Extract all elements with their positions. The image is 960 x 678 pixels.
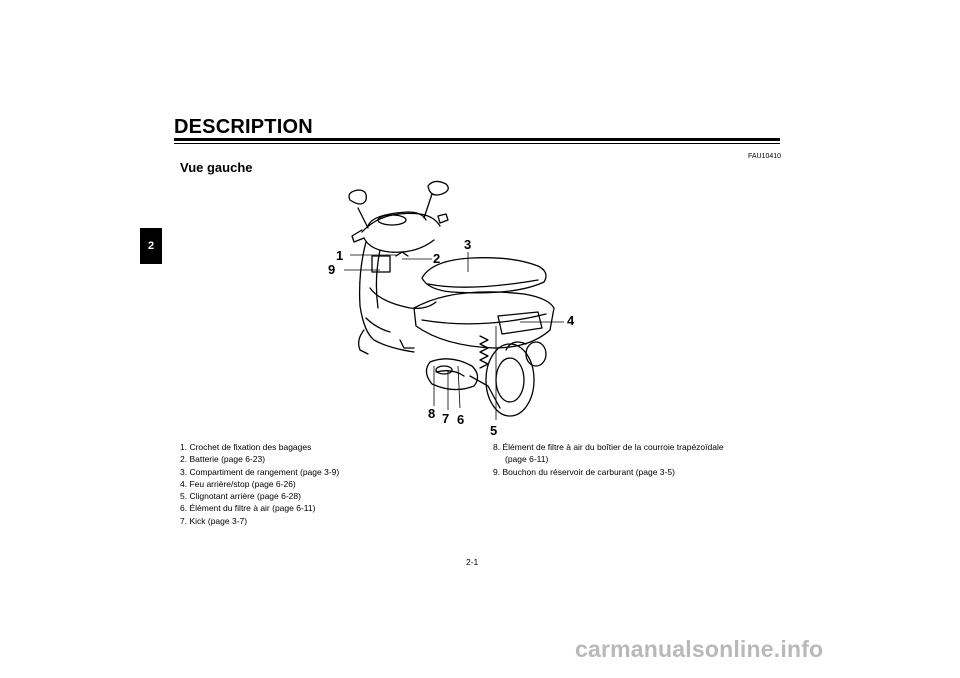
legend-item: 4. Feu arrière/stop (page 6-26): [180, 478, 296, 489]
callout-8: 8: [428, 406, 436, 421]
callout-9: 9: [328, 262, 336, 277]
callout-7: 7: [442, 411, 450, 426]
legend-item-continuation: (page 6-11): [505, 454, 549, 465]
callout-4: 4: [567, 313, 575, 328]
page-title: DESCRIPTION: [174, 116, 313, 138]
legend-item: 7. Kick (page 3-7): [180, 515, 248, 526]
legend-item: 8. Élément de filtre à air du boîtier de…: [493, 442, 724, 452]
header-rule-thin: [174, 143, 780, 144]
page-number: 2-1: [466, 557, 479, 567]
legend-item: 3. Compartiment de rangement (page 3-9): [180, 466, 340, 477]
legend-item: 5. Clignotant arrière (page 6-28): [180, 491, 301, 502]
callout-5: 5: [490, 423, 498, 438]
legend-item: 9. Bouchon du réservoir de carburant (pa…: [493, 466, 675, 477]
chapter-tab: 2: [140, 228, 162, 264]
watermark: carmanualsonline.info: [575, 636, 824, 662]
legend-left: 1. Crochet de fixation des bagages 2. Ba…: [180, 441, 339, 527]
legend-item: 6. Élément du filtre à air (page 6-11): [180, 503, 316, 514]
legend-item: 1. Crochet de fixation des bagages: [180, 442, 312, 452]
callout-1: 1: [336, 248, 344, 263]
section-subtitle: Vue gauche: [180, 160, 253, 175]
callout-3: 3: [464, 237, 472, 252]
legend-item: 2. Batterie (page 6-23): [180, 454, 266, 465]
legend-right: 8. Élément de filtre à air du boîtier de…: [493, 441, 724, 478]
header-rule: [174, 138, 780, 141]
callout-2: 2: [433, 251, 441, 266]
callout-6: 6: [457, 412, 465, 427]
scooter-illustration: [344, 180, 564, 420]
reference-code: FAU10410: [748, 153, 782, 160]
